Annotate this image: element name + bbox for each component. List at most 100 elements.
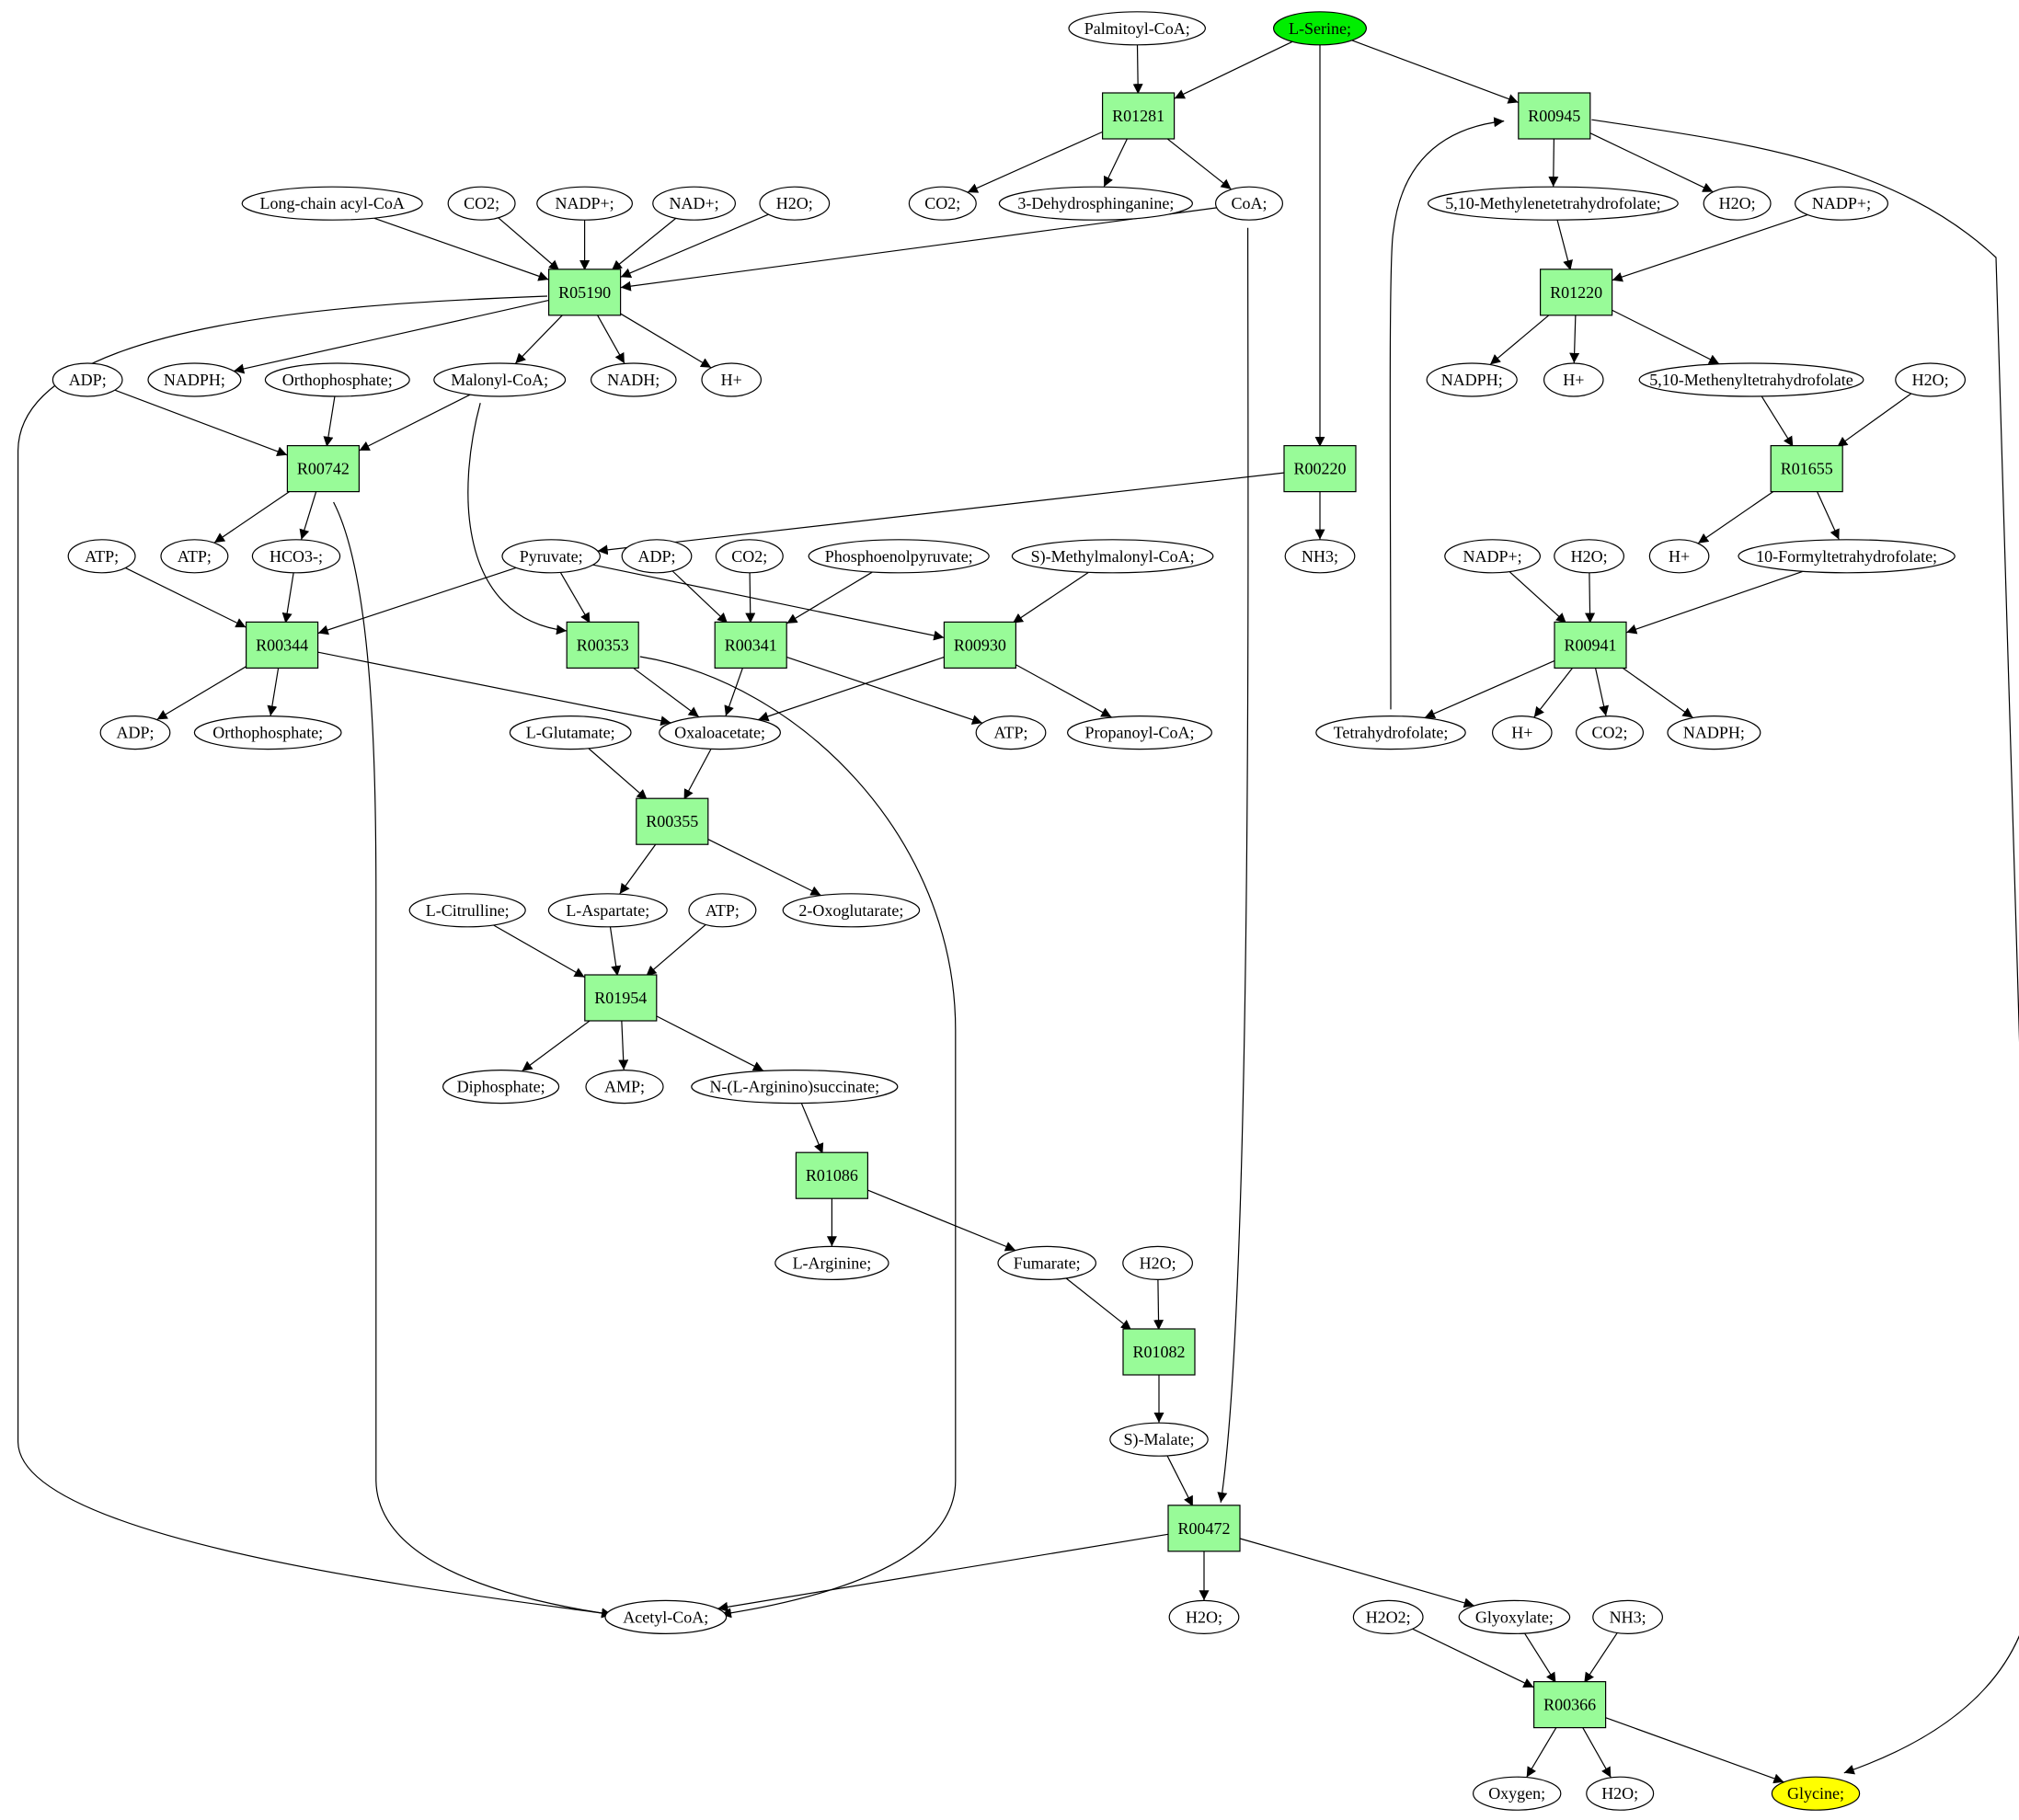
metabolite-ellipse bbox=[997, 1245, 1097, 1281]
metabolite-node-diphos[interactable]: Diphosphate; bbox=[442, 1069, 560, 1105]
metabolite-node-oxalo[interactable]: Oxaloacetate; bbox=[659, 715, 781, 750]
node-label: H+ bbox=[1563, 371, 1584, 389]
reaction-node-R00341[interactable]: R00341 bbox=[714, 621, 787, 670]
reaction-node-R00353[interactable]: R00353 bbox=[566, 621, 639, 670]
metabolite-node-h2o2[interactable]: H2O2; bbox=[1352, 1599, 1424, 1635]
metabolite-node-aspartate[interactable]: L-Aspartate; bbox=[547, 893, 668, 928]
metabolite-node-palmitoyl[interactable]: Palmitoyl-CoA; bbox=[1068, 11, 1206, 46]
node-label: R00355 bbox=[646, 812, 698, 830]
metabolite-node-nadph_c[interactable]: NADPH; bbox=[1667, 715, 1761, 750]
reaction-node-R00941[interactable]: R00941 bbox=[1554, 621, 1627, 670]
metabolite-node-h2o_b[interactable]: H2O; bbox=[1703, 186, 1772, 221]
metabolite-node-nadpplus_a[interactable]: NADP+; bbox=[536, 186, 633, 221]
metabolite-node-oxygen[interactable]: Oxygen; bbox=[1472, 1776, 1562, 1811]
reaction-node-R01220[interactable]: R01220 bbox=[1539, 269, 1613, 316]
metabolite-node-co2_c[interactable]: CO2; bbox=[715, 539, 784, 574]
metabolite-node-longchain[interactable]: Long-chain acyl-CoA bbox=[241, 186, 423, 221]
metabolite-node-smalate[interactable]: S)-Malate; bbox=[1109, 1422, 1209, 1457]
reaction-node-R01082[interactable]: R01082 bbox=[1122, 1328, 1196, 1376]
metabolite-node-h2o_f[interactable]: H2O; bbox=[1168, 1599, 1240, 1635]
metabolite-node-nadpplus_c[interactable]: NADP+; bbox=[1444, 539, 1541, 574]
reaction-node-R00472[interactable]: R00472 bbox=[1167, 1505, 1241, 1552]
node-label: H2O; bbox=[1571, 547, 1608, 566]
metabolite-node-arginine[interactable]: L-Arginine; bbox=[774, 1245, 889, 1281]
metabolite-node-formyl[interactable]: 10-Formyltetrahydrofolate; bbox=[1738, 539, 1956, 574]
metabolite-node-methenyl[interactable]: 5,10-Methenyltetrahydrofolate bbox=[1638, 362, 1864, 397]
reaction-box bbox=[1532, 1680, 1607, 1729]
metabolite-node-amp[interactable]: AMP; bbox=[585, 1069, 664, 1105]
metabolite-node-atp_b[interactable]: ATP; bbox=[160, 539, 229, 574]
metabolite-node-adp_a[interactable]: ADP; bbox=[52, 362, 123, 397]
edge-smethyl-to-R00930 bbox=[1012, 572, 1089, 624]
metabolite-node-h2o_g[interactable]: H2O; bbox=[1586, 1776, 1655, 1811]
metabolite-node-glyoxylate[interactable]: Glyoxylate; bbox=[1458, 1599, 1571, 1635]
metabolite-node-h2o_a[interactable]: H2O; bbox=[759, 186, 831, 221]
metabolite-node-hplus_a[interactable]: H+ bbox=[701, 362, 763, 397]
metabolite-ellipse bbox=[1492, 715, 1553, 750]
metabolite-node-nadpplus_b[interactable]: NADP+; bbox=[1794, 186, 1888, 221]
node-label: R00220 bbox=[1293, 460, 1346, 478]
metabolite-node-h2o_e[interactable]: H2O; bbox=[1122, 1245, 1193, 1281]
metabolite-node-atp_c[interactable]: ATP; bbox=[975, 715, 1047, 750]
metabolite-node-glycine[interactable]: Glycine; bbox=[1771, 1776, 1861, 1811]
metabolite-node-adp_c[interactable]: ADP; bbox=[99, 715, 171, 750]
metabolite-node-pep[interactable]: Phosphoenolpyruvate; bbox=[808, 539, 990, 574]
reaction-node-R00344[interactable]: R00344 bbox=[246, 621, 319, 670]
metabolite-node-pyruvate[interactable]: Pyruvate; bbox=[501, 539, 602, 574]
metabolite-node-ortho_a[interactable]: Orthophosphate; bbox=[264, 362, 410, 397]
reaction-node-R00220[interactable]: R00220 bbox=[1283, 445, 1357, 493]
edge-pyruvate-to-R00353 bbox=[559, 572, 591, 624]
edge-fumarate-to-R01082 bbox=[1065, 1277, 1132, 1331]
metabolite-node-dehydro[interactable]: 3-Dehydrosphinganine; bbox=[998, 186, 1194, 221]
node-label: H+ bbox=[1669, 547, 1690, 566]
metabolite-node-nadph_a[interactable]: NADPH; bbox=[147, 362, 242, 397]
reaction-box bbox=[943, 621, 1017, 670]
node-label: ADP; bbox=[637, 547, 675, 566]
metabolite-node-h2o_d[interactable]: H2O; bbox=[1554, 539, 1624, 574]
metabolite-node-nadh[interactable]: NADH; bbox=[590, 362, 677, 397]
metabolite-node-hplus_d[interactable]: H+ bbox=[1492, 715, 1553, 750]
metabolite-ellipse bbox=[1472, 1776, 1562, 1811]
metabolite-node-hplus_b[interactable]: H+ bbox=[1543, 362, 1604, 397]
metabolite-node-argsucc[interactable]: N-(L-Arginino)succinate; bbox=[691, 1069, 899, 1105]
reaction-node-R05190[interactable]: R05190 bbox=[547, 269, 622, 316]
metabolite-node-coa[interactable]: CoA; bbox=[1214, 186, 1283, 221]
metabolite-node-co2_d[interactable]: CO2; bbox=[1575, 715, 1644, 750]
metabolite-node-hplus_c[interactable]: H+ bbox=[1648, 539, 1710, 574]
reaction-node-R01086[interactable]: R01086 bbox=[795, 1151, 869, 1199]
reaction-node-R00945[interactable]: R00945 bbox=[1518, 92, 1591, 140]
reaction-node-R01281[interactable]: R01281 bbox=[1101, 92, 1176, 140]
metabolite-node-co2_a[interactable]: CO2; bbox=[447, 186, 516, 221]
metabolite-node-serine[interactable]: L-Serine; bbox=[1272, 11, 1367, 46]
metabolite-node-smethyl[interactable]: S)-Methylmalonyl-CoA; bbox=[1011, 539, 1214, 574]
metabolite-node-atp_d[interactable]: ATP; bbox=[688, 893, 757, 928]
metabolite-ellipse bbox=[782, 893, 921, 928]
node-label: Oxaloacetate; bbox=[674, 724, 765, 742]
metabolite-node-hco3[interactable]: HCO3-; bbox=[251, 539, 341, 574]
metabolite-node-methylene[interactable]: 5,10-Methylenetetrahydrofolate; bbox=[1427, 186, 1679, 221]
metabolite-node-nadph_b[interactable]: NADPH; bbox=[1426, 362, 1518, 397]
metabolite-node-malonyl[interactable]: Malonyl-CoA; bbox=[433, 362, 567, 397]
metabolite-node-citrulline[interactable]: L-Citrulline; bbox=[408, 893, 526, 928]
metabolite-node-atp_a[interactable]: ATP; bbox=[67, 539, 136, 574]
reaction-node-R01954[interactable]: R01954 bbox=[584, 974, 658, 1022]
metabolite-node-thf[interactable]: Tetrahydrofolate; bbox=[1315, 715, 1466, 750]
reaction-node-R01655[interactable]: R01655 bbox=[1770, 445, 1843, 493]
metabolite-node-co2_b[interactable]: CO2; bbox=[908, 186, 977, 221]
reaction-node-R00366[interactable]: R00366 bbox=[1532, 1680, 1607, 1729]
reaction-node-R00930[interactable]: R00930 bbox=[943, 621, 1017, 670]
reaction-node-R00742[interactable]: R00742 bbox=[286, 445, 360, 493]
metabolite-node-adp_b[interactable]: ADP; bbox=[621, 539, 693, 574]
metabolite-node-nh3_a[interactable]: NH3; bbox=[1284, 539, 1356, 574]
metabolite-node-oxoglut[interactable]: 2-Oxoglutarate; bbox=[782, 893, 921, 928]
metabolite-node-nadplus[interactable]: NAD+; bbox=[652, 186, 736, 221]
metabolite-node-glutamate[interactable]: L-Glutamate; bbox=[509, 715, 632, 750]
metabolite-node-nh3_b[interactable]: NH3; bbox=[1592, 1599, 1663, 1635]
metabolite-node-acetylcoa[interactable]: Acetyl-CoA; bbox=[604, 1599, 728, 1635]
reaction-node-R00355[interactable]: R00355 bbox=[636, 797, 709, 845]
metabolite-node-h2o_c[interactable]: H2O; bbox=[1895, 362, 1967, 397]
metabolite-node-ortho_b[interactable]: Orthophosphate; bbox=[193, 715, 342, 750]
edge-nadpplus_c-to-R00941 bbox=[1509, 571, 1567, 624]
metabolite-node-fumarate[interactable]: Fumarate; bbox=[997, 1245, 1097, 1281]
metabolite-node-propanoyl[interactable]: Propanoyl-CoA; bbox=[1066, 715, 1212, 750]
